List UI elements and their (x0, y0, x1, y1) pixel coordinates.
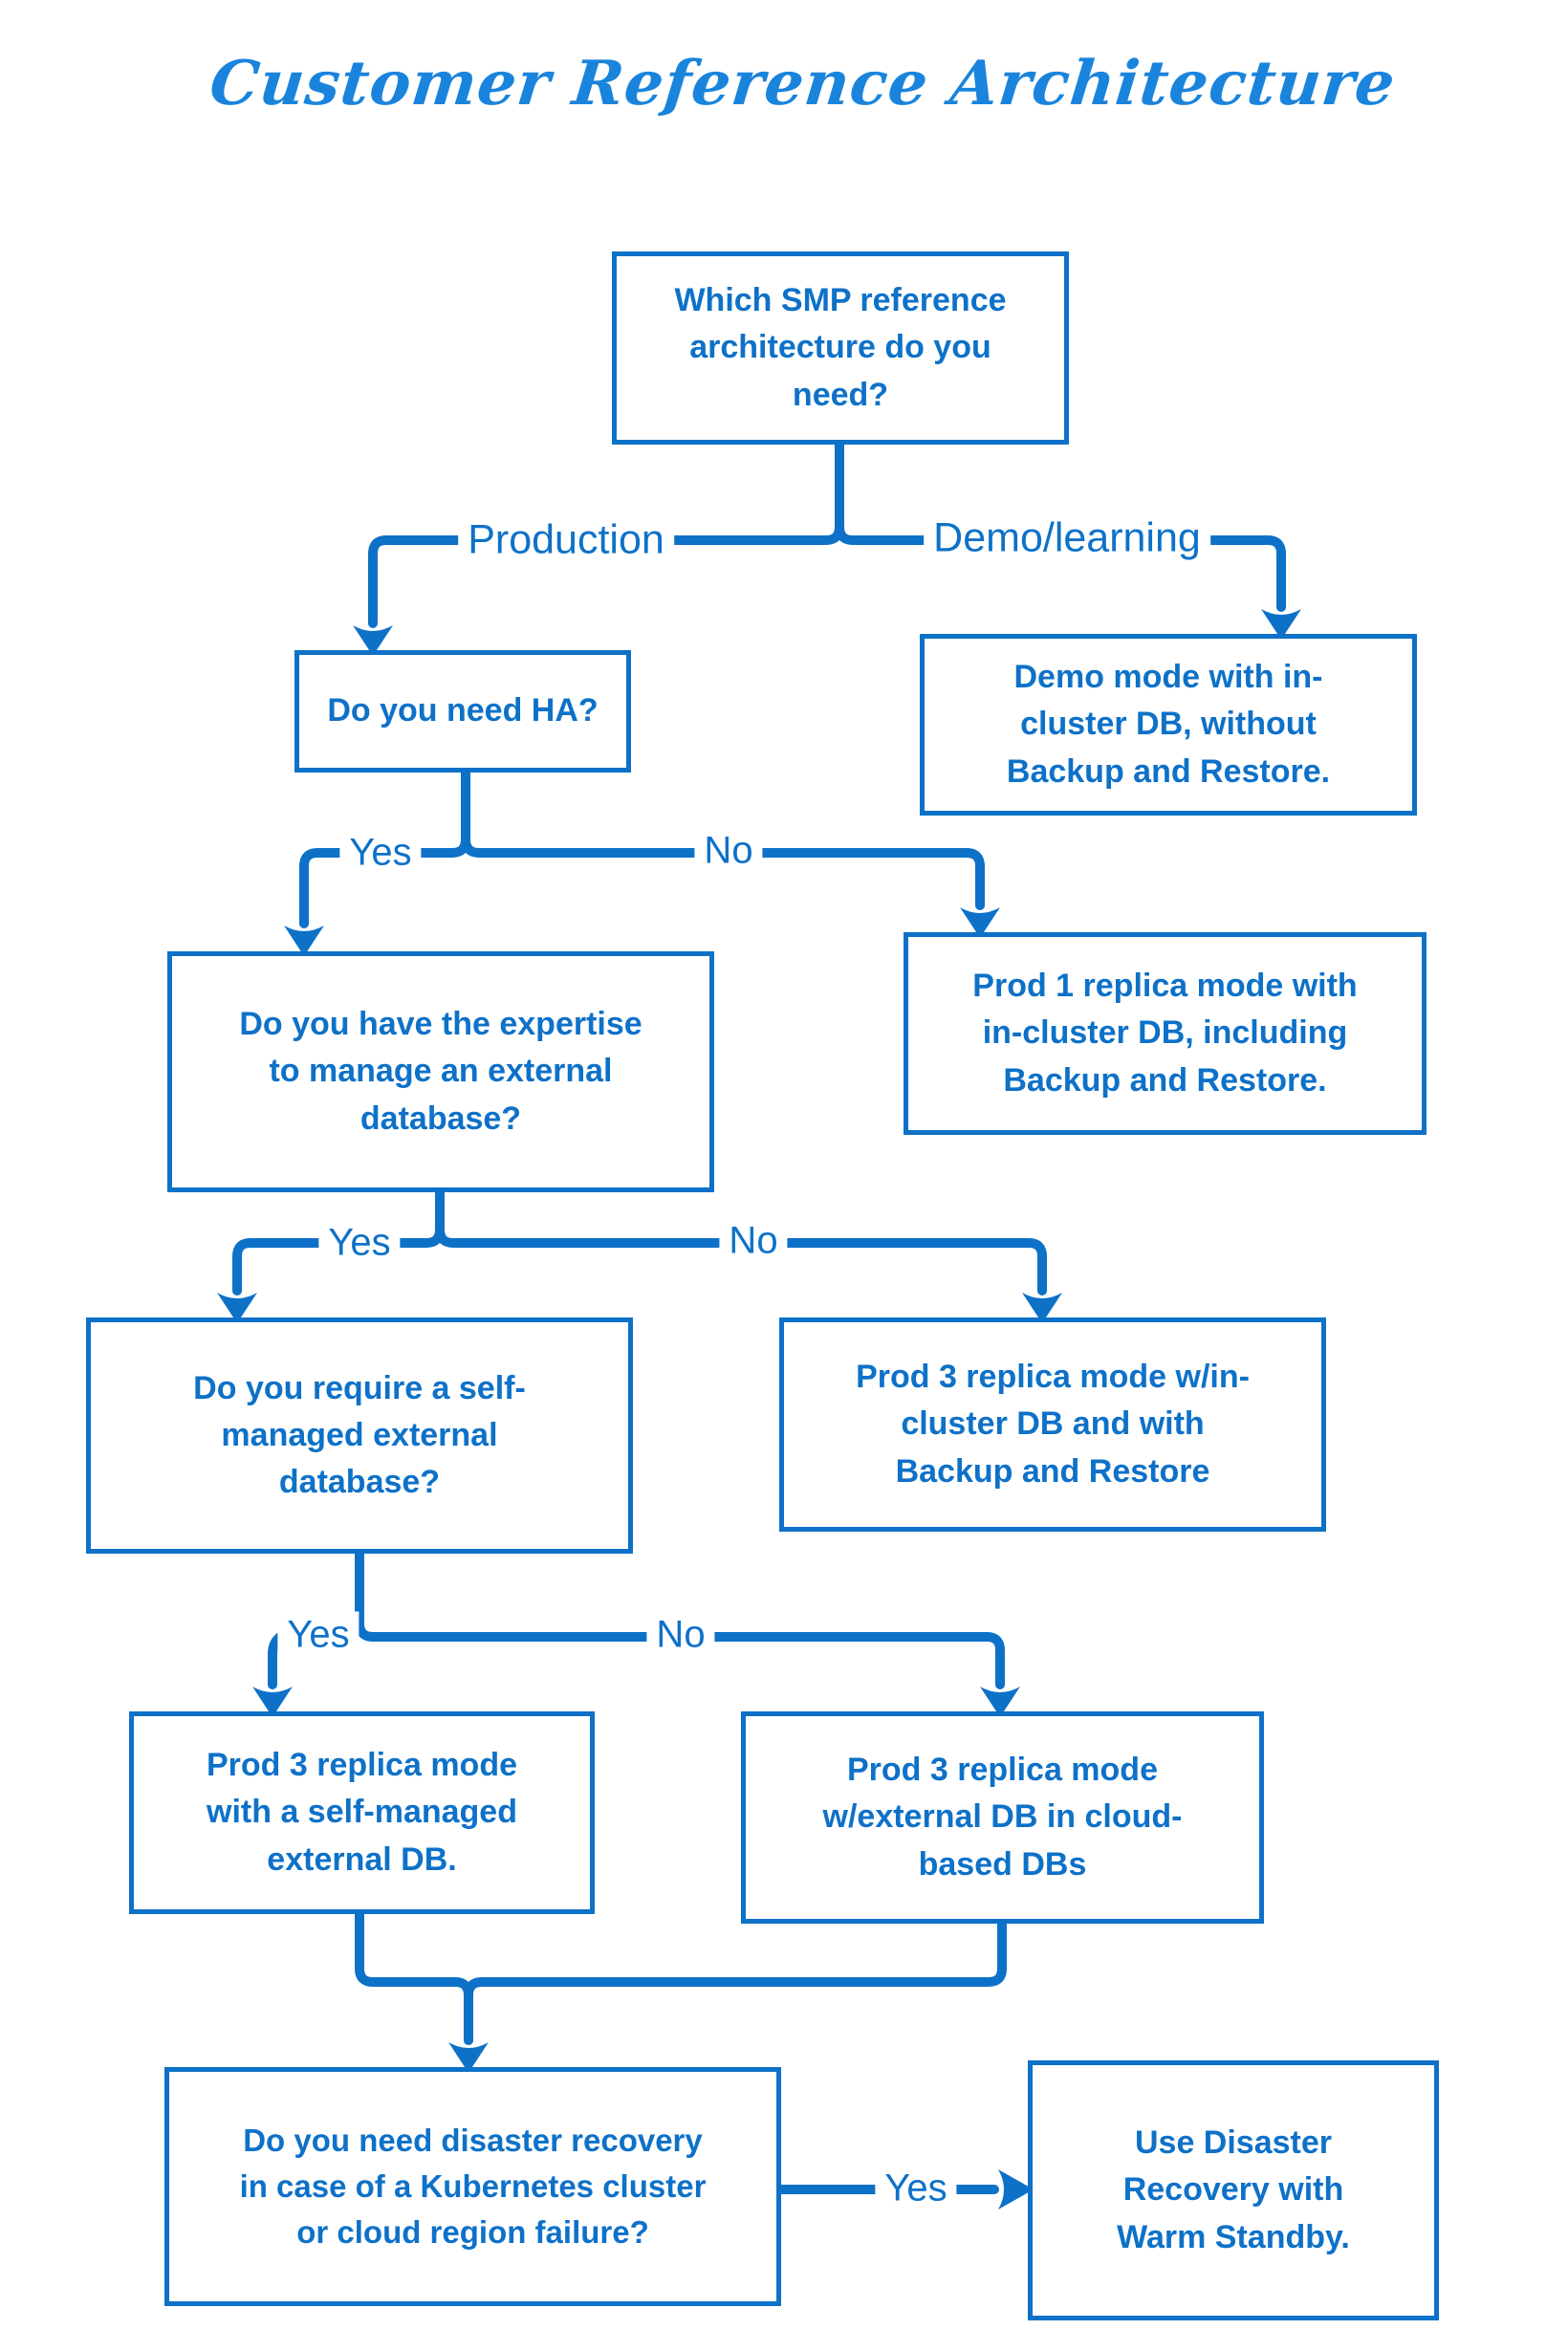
arrow-down-icon (980, 1687, 1020, 1717)
node-question-disaster-recovery: Do you need disaster recovery in case of… (164, 2067, 781, 2306)
arrow-down-icon (960, 907, 1000, 938)
node-question-self-managed-db: Do you require a self- managed external … (86, 1317, 633, 1554)
edge-label-yes-3: Yes (277, 1611, 359, 1659)
node-text: Do you have the expertise to manage an e… (239, 1006, 642, 1137)
node-text: Do you need HA? (327, 692, 599, 729)
node-text: Use Disaster Recovery with Warm Standby. (1117, 2124, 1350, 2255)
connector-expertise-no (435, 1225, 1047, 1296)
arrow-down-icon (1022, 1293, 1062, 1323)
node-text: Which SMP reference architecture do you … (674, 282, 1007, 413)
node-outcome-warm-standby: Use Disaster Recovery with Warm Standby. (1028, 2060, 1439, 2320)
arrow-right-icon (998, 2169, 1034, 2210)
edge-label-yes-1: Yes (339, 829, 422, 877)
connector-refarch-demolearning (835, 522, 1286, 612)
connector-prod3self-merge (355, 1909, 473, 2045)
arrow-down-icon (252, 1687, 293, 1717)
arrow-down-icon (448, 2042, 489, 2073)
node-question-external-db-expertise: Do you have the expertise to manage an e… (167, 951, 714, 1192)
node-text: Demo mode with in- cluster DB, without B… (1006, 659, 1331, 790)
node-text: Prod 3 replica mode with a self-managed … (207, 1747, 517, 1878)
edge-label-production: Production (458, 514, 674, 566)
node-outcome-prod3-incluster: Prod 3 replica mode w/in- cluster DB and… (779, 1317, 1326, 1532)
node-outcome-demo-mode: Demo mode with in- cluster DB, without B… (920, 634, 1417, 816)
arrow-down-icon (1261, 609, 1301, 640)
node-text: Prod 1 replica mode with in-cluster DB, … (972, 968, 1358, 1099)
node-outcome-prod1-replica: Prod 1 replica mode with in-cluster DB, … (904, 932, 1426, 1135)
edge-label-yes-4: Yes (875, 2165, 957, 2212)
connector-ha-no (461, 835, 985, 910)
edge-label-demo-learning: Demo/learning (924, 512, 1210, 564)
node-question-need-ha: Do you need HA? (294, 650, 631, 773)
arrow-down-icon (284, 925, 324, 956)
edge-label-no-2: No (719, 1217, 788, 1265)
edge-label-yes-2: Yes (318, 1219, 401, 1267)
node-outcome-prod3-cloud-db: Prod 3 replica mode w/external DB in clo… (741, 1711, 1264, 1924)
node-question-ref-architecture: Which SMP reference architecture do you … (612, 251, 1069, 445)
arrow-down-icon (217, 1293, 257, 1323)
node-text: Do you need disaster recovery in case of… (239, 2123, 707, 2250)
arrow-down-icon (353, 625, 393, 656)
connector-prod3cloud-merge (464, 1919, 1007, 2045)
node-text: Prod 3 replica mode w/external DB in clo… (822, 1752, 1183, 1883)
edge-label-no-3: No (646, 1611, 715, 1659)
node-outcome-prod3-self-managed: Prod 3 replica mode with a self-managed … (129, 1711, 595, 1914)
node-text: Prod 3 replica mode w/in- cluster DB and… (856, 1359, 1250, 1490)
edge-label-no-1: No (694, 827, 763, 875)
node-text: Do you require a self- managed external … (193, 1369, 526, 1501)
